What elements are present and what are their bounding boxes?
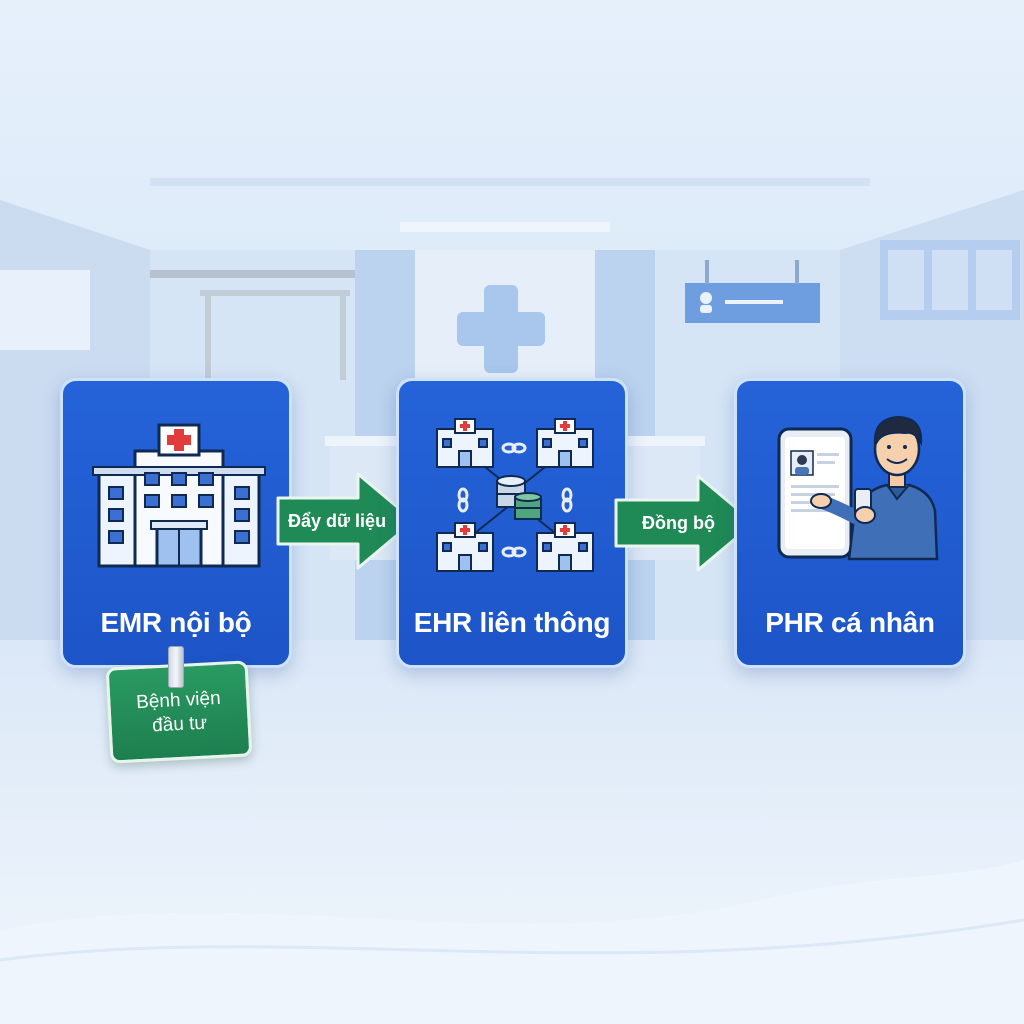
tag-line-1: Bệnh viện: [135, 687, 222, 714]
step-label-phr: PHR cá nhân: [765, 607, 935, 638]
patient-phone-icon: [777, 415, 939, 561]
network-icon: [436, 418, 594, 572]
step-label-ehr: EHR liên thông: [413, 607, 611, 638]
step-card-emr: EMR nội bộ: [60, 378, 292, 668]
arrow-label-sync: Đồng bộ: [642, 512, 715, 533]
arrow-push-data: Đẩy dữ liệu: [276, 472, 416, 570]
tag-clip-icon: [168, 646, 184, 688]
hospital-icon: [92, 423, 266, 568]
database-icon: [496, 475, 542, 520]
arrow-label-push: Đẩy dữ liệu: [288, 510, 387, 531]
tag-text: Bệnh viện đầu tư: [110, 685, 248, 740]
arrow-sync: Đồng bộ: [614, 474, 756, 572]
tag-line-2: đầu tư: [151, 712, 208, 737]
step-label-emr: EMR nội bộ: [100, 607, 252, 638]
small-hospital: [436, 418, 494, 468]
step-card-ehr: EHR liên thông: [396, 378, 628, 668]
step-card-phr: PHR cá nhân: [734, 378, 966, 668]
